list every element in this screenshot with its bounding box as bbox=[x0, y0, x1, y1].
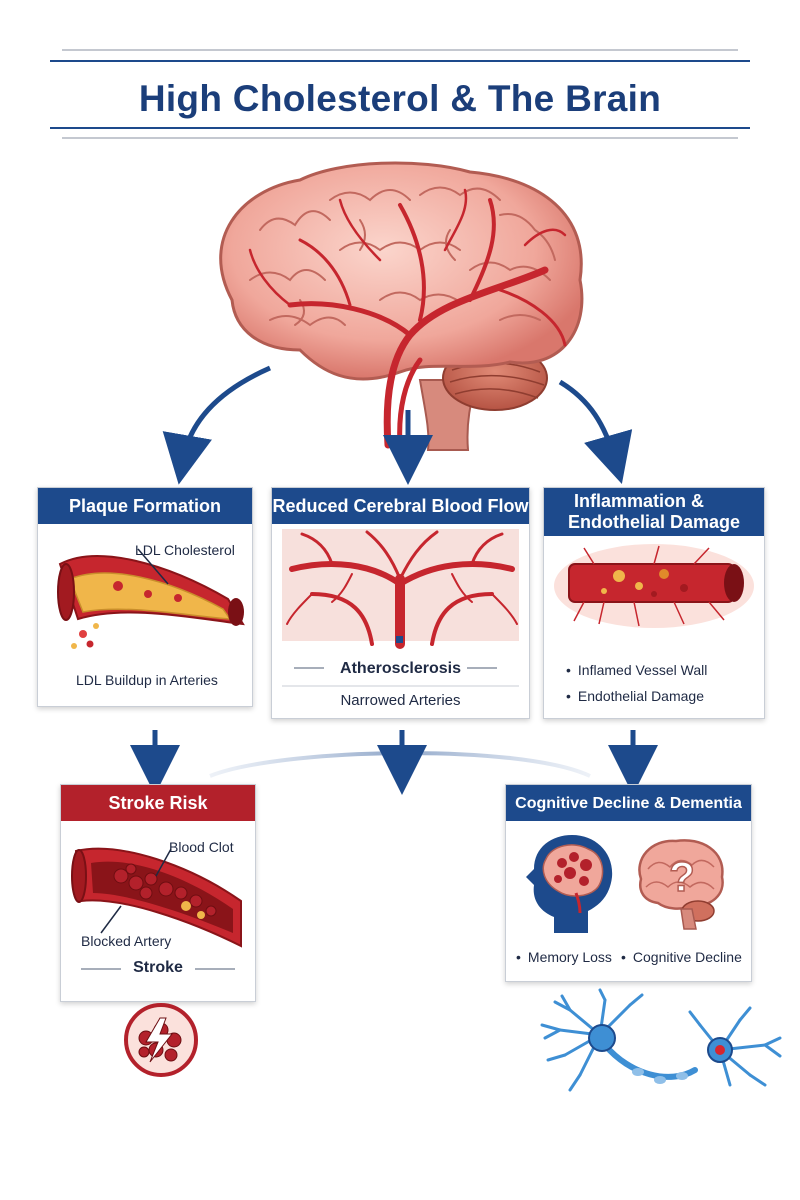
ldl-cholesterol-label: LDL Cholesterol bbox=[135, 542, 235, 558]
inflammation-header-line2: Endothelial Damage bbox=[567, 512, 741, 532]
stroke-label: Stroke bbox=[133, 959, 183, 976]
brain-icon bbox=[219, 161, 584, 451]
cognitive-decline-header: Cognitive Decline & Dementia bbox=[506, 785, 751, 821]
endothelial-damage-bullet: Endothelial Damage bbox=[566, 688, 704, 704]
blocked-artery-icon bbox=[71, 847, 242, 948]
plaque-formation-card: Plaque Formation LDL Cholesterol LDL Bui… bbox=[37, 487, 253, 707]
inflamed-vessel-icon bbox=[554, 544, 754, 628]
blood-clot-label: Blood Clot bbox=[169, 839, 234, 855]
plaque-formation-header: Plaque Formation bbox=[38, 488, 252, 524]
stroke-rule bbox=[81, 968, 235, 970]
question-mark: ? bbox=[669, 853, 695, 900]
inflammation-card: Inflammation & Endothelial Damage Inflam… bbox=[543, 487, 765, 719]
athero-rule bbox=[282, 667, 519, 687]
cognitive-decline-card: Cognitive Decline & Dementia ? Memory Lo… bbox=[505, 784, 752, 982]
head-silhouette-icon bbox=[526, 835, 613, 933]
confused-brain-icon: ? bbox=[638, 839, 724, 930]
cognitive-decline-bullet: Cognitive Decline bbox=[621, 949, 742, 965]
blood-flow-card: Reduced Cerebral Blood Flow bbox=[271, 487, 530, 719]
narrowed-arteries-label: Narrowed Arteries bbox=[340, 692, 461, 709]
inflammation-header: Inflammation & Endothelial Damage bbox=[544, 488, 764, 536]
atherosclerosis-label: Atherosclerosis bbox=[340, 660, 461, 677]
blood-flow-header: Reduced Cerebral Blood Flow bbox=[272, 488, 529, 524]
title-rules bbox=[50, 49, 750, 139]
page-title: High Cholesterol & The Brain bbox=[138, 78, 662, 119]
neuron-icon bbox=[540, 988, 782, 1092]
lightning-icon bbox=[124, 1003, 198, 1077]
blocked-artery-label: Blocked Artery bbox=[81, 933, 172, 949]
middle-arrows bbox=[130, 730, 658, 795]
stroke-risk-card: Stroke Risk Blood Clot Blocked Artery St… bbox=[60, 784, 256, 1002]
ldl-buildup-label: LDL Buildup in Arteries bbox=[76, 672, 218, 688]
inflamed-vessel-wall-bullet: Inflamed Vessel Wall bbox=[566, 662, 707, 678]
memory-loss-bullet: Memory Loss bbox=[516, 949, 612, 965]
blood-vessels-icon bbox=[282, 529, 519, 649]
artery-icon bbox=[57, 548, 245, 649]
inflammation-header-line1: Inflammation & bbox=[573, 491, 704, 511]
arrow-down-icon bbox=[162, 365, 633, 485]
stroke-risk-header: Stroke Risk bbox=[61, 785, 255, 821]
